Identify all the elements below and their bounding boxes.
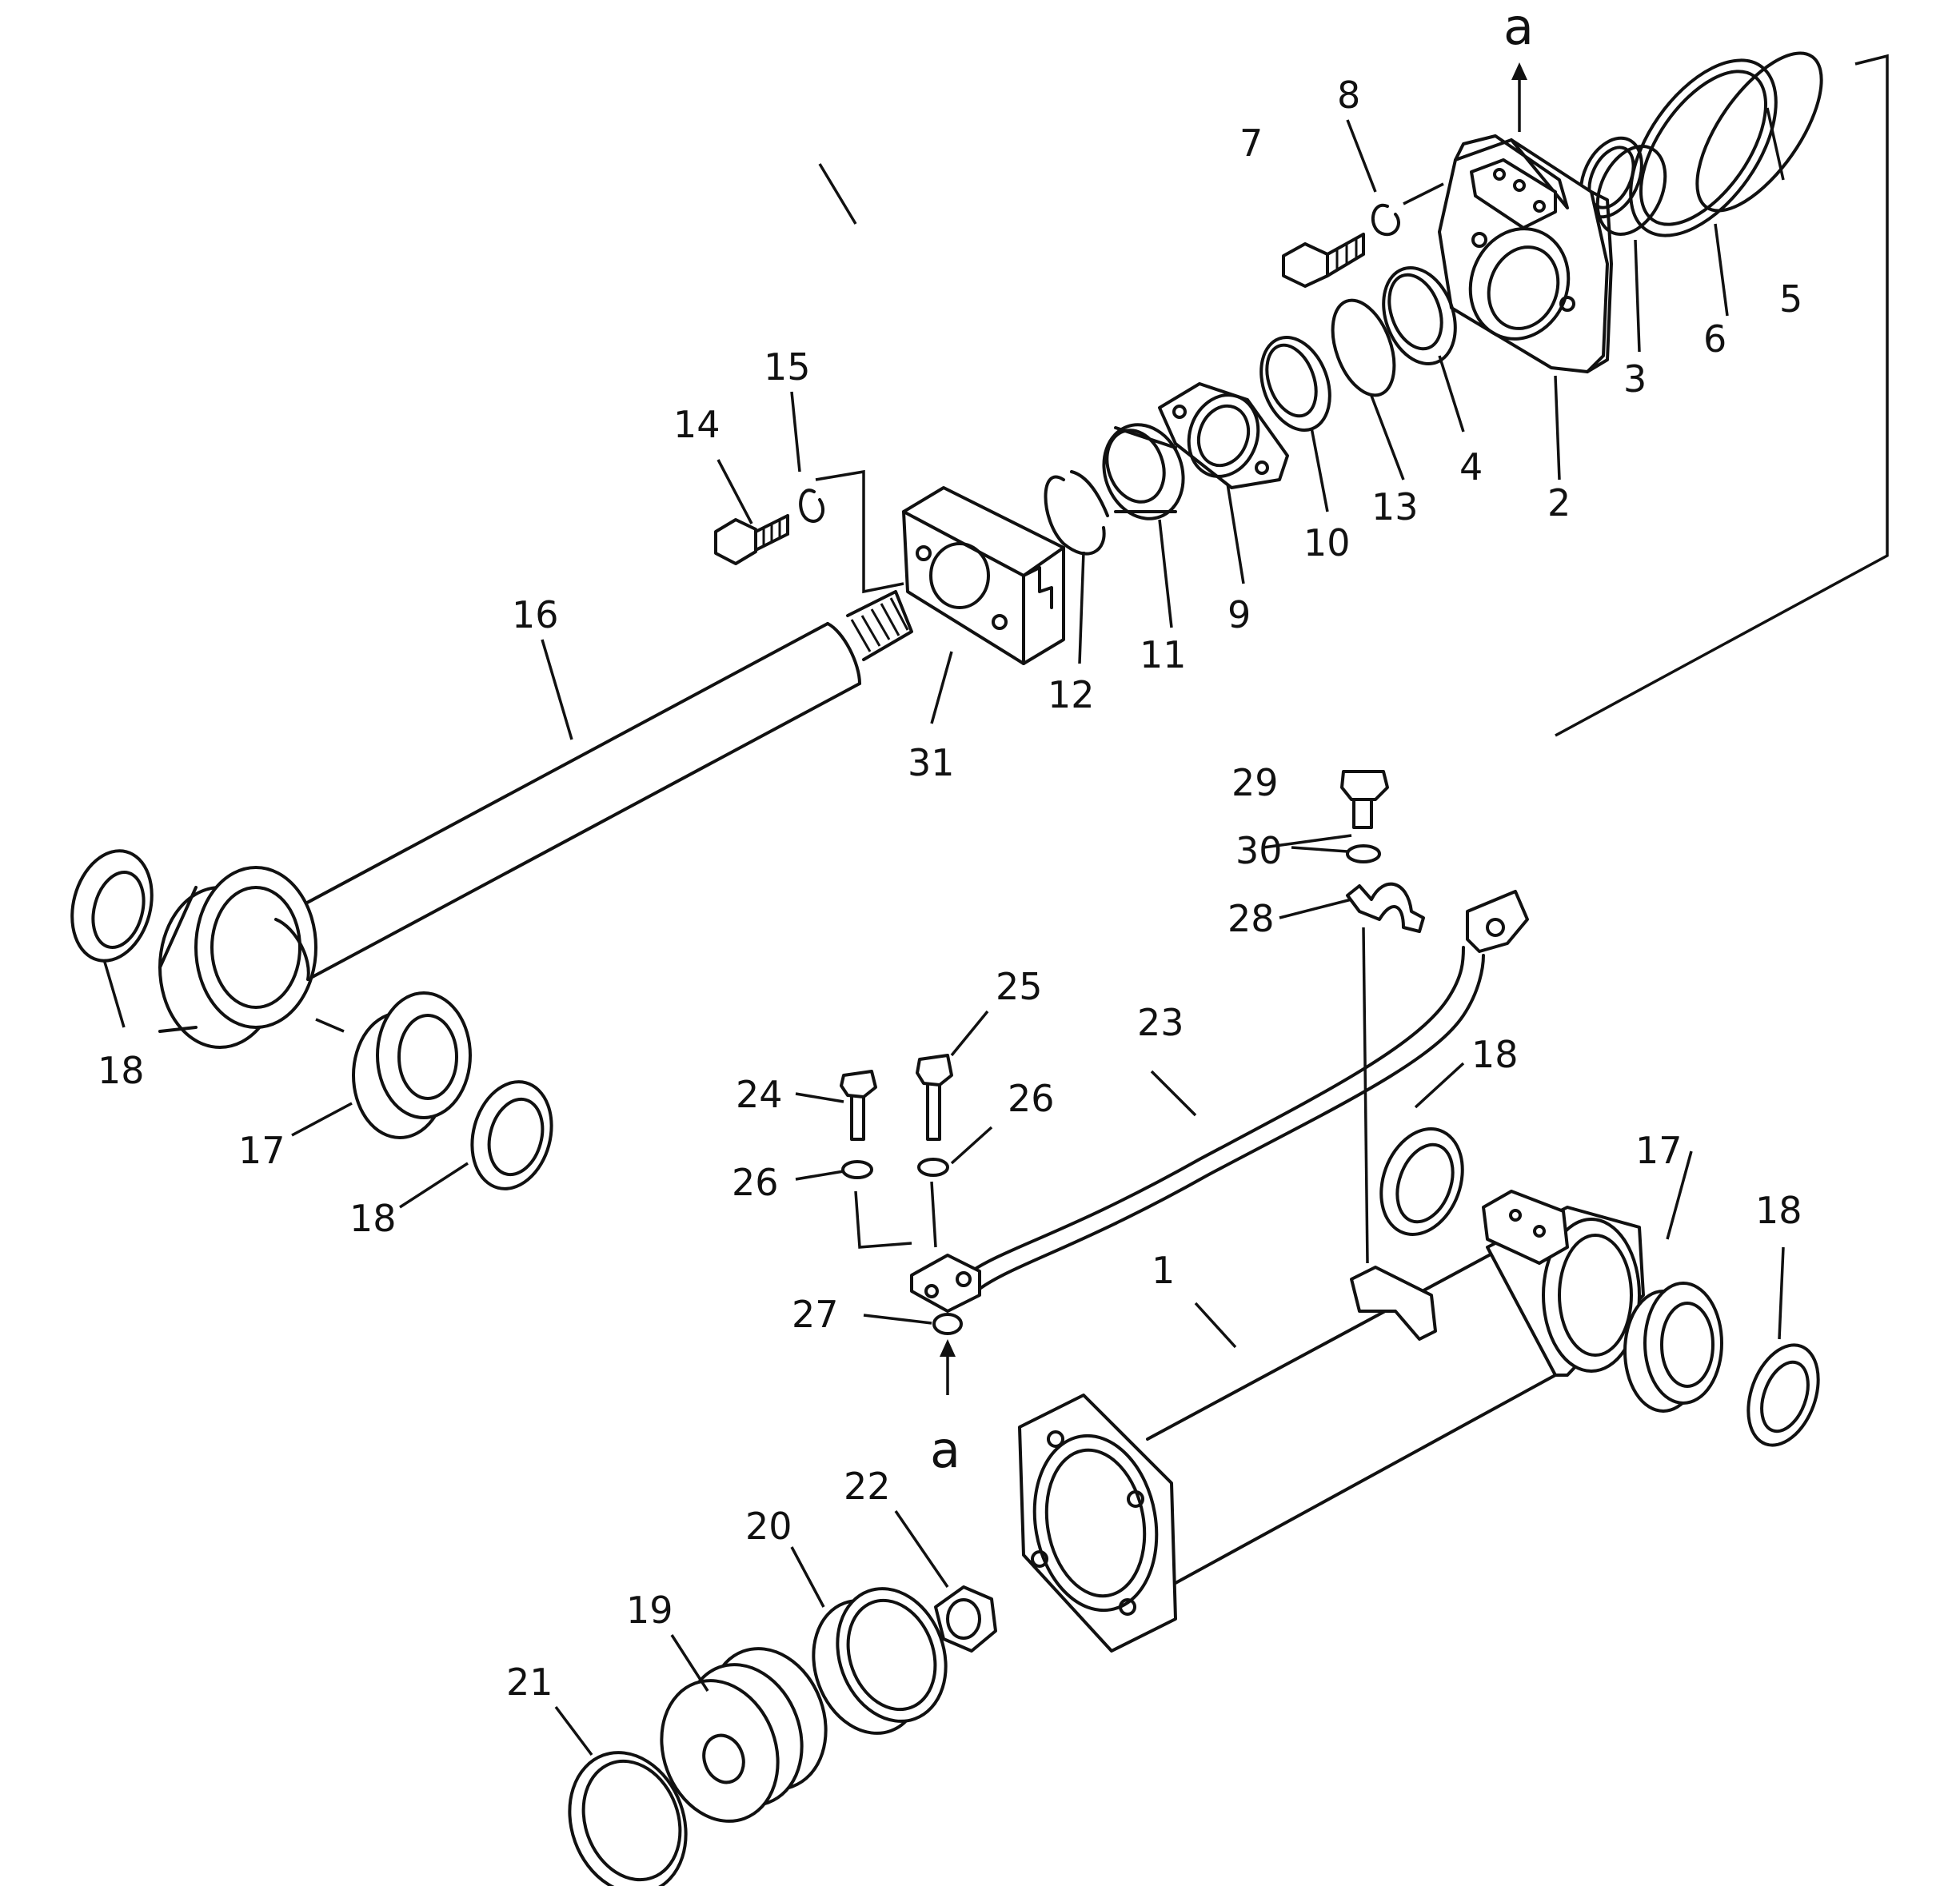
callout-18b: 18 bbox=[349, 1197, 397, 1240]
o-ring-27 bbox=[932, 1313, 963, 1335]
callout-17a: 17 bbox=[238, 1129, 285, 1172]
callout-21: 21 bbox=[506, 1661, 553, 1704]
bolt-24 bbox=[840, 1070, 877, 1141]
washer-30 bbox=[1346, 844, 1381, 863]
callout-1: 1 bbox=[1152, 1249, 1175, 1292]
callout-18d: 18 bbox=[1755, 1189, 1802, 1232]
callout-30: 30 bbox=[1235, 829, 1283, 872]
callout-26a: 26 bbox=[732, 1161, 779, 1204]
callout-labels: 1 2 3 4 5 6 7 8 9 10 11 12 13 14 15 16 1… bbox=[98, 0, 1802, 1704]
callout-10: 10 bbox=[1303, 521, 1351, 564]
bolt-25 bbox=[916, 1054, 953, 1141]
callout-24: 24 bbox=[736, 1073, 783, 1116]
piston bbox=[660, 1647, 828, 1823]
piston-rod bbox=[158, 590, 913, 1049]
washer-15 bbox=[799, 488, 824, 523]
callout-leaders bbox=[102, 107, 1785, 1756]
callout-9: 9 bbox=[1227, 593, 1251, 636]
bushing-17b bbox=[1623, 1282, 1723, 1413]
washer-26b bbox=[917, 1158, 949, 1177]
callout-26b: 26 bbox=[1008, 1077, 1055, 1120]
pipe-23 bbox=[910, 890, 1529, 1313]
dust-seal-18d bbox=[1746, 1343, 1820, 1447]
bolt-7 bbox=[1282, 233, 1365, 288]
cylinder-tube bbox=[1018, 1190, 1645, 1653]
callout-31: 31 bbox=[908, 741, 955, 784]
o-ring-large bbox=[1695, 51, 1823, 213]
callout-4: 4 bbox=[1459, 445, 1483, 488]
dust-seal-18b bbox=[470, 1080, 553, 1190]
callout-8: 8 bbox=[1337, 74, 1360, 117]
callout-19: 19 bbox=[626, 1589, 673, 1632]
washer-8 bbox=[1371, 203, 1400, 237]
callout-27: 27 bbox=[792, 1293, 839, 1336]
dust-seal-18a bbox=[70, 849, 154, 963]
callout-2: 2 bbox=[1547, 481, 1571, 524]
callout-28: 28 bbox=[1227, 897, 1275, 940]
callout-15: 15 bbox=[764, 345, 811, 389]
bolt-14 bbox=[714, 514, 789, 565]
assembly-lines bbox=[315, 54, 1889, 1395]
callout-5: 5 bbox=[1779, 277, 1802, 321]
piston-nut bbox=[934, 1585, 997, 1653]
callout-17b: 17 bbox=[1635, 1129, 1683, 1172]
callout-6: 6 bbox=[1703, 317, 1726, 361]
washer-26a bbox=[841, 1160, 873, 1179]
gland-nut bbox=[1102, 423, 1185, 520]
callout-23: 23 bbox=[1137, 1001, 1184, 1044]
callout-20: 20 bbox=[745, 1505, 792, 1548]
cylinder-head-block bbox=[1438, 134, 1613, 373]
bushing-17a bbox=[352, 991, 472, 1139]
o-ring-small bbox=[1331, 298, 1396, 397]
callout-13: 13 bbox=[1371, 485, 1419, 528]
callout-18c: 18 bbox=[1471, 1033, 1519, 1076]
backup-ring bbox=[1629, 58, 1778, 237]
callout-18a: 18 bbox=[98, 1049, 145, 1092]
bolt-29 bbox=[1340, 770, 1389, 829]
snap-ring bbox=[1044, 470, 1109, 556]
clamp-28 bbox=[1346, 882, 1425, 933]
connection-label-top: a bbox=[1503, 0, 1534, 56]
callout-11: 11 bbox=[1140, 633, 1187, 676]
piston-ring bbox=[568, 1751, 688, 1886]
gland-flange bbox=[1158, 382, 1289, 489]
seal-ring bbox=[1382, 265, 1457, 366]
wear-ring bbox=[812, 1587, 948, 1735]
callout-3: 3 bbox=[1623, 357, 1647, 401]
callout-16: 16 bbox=[512, 593, 559, 636]
callout-25: 25 bbox=[996, 965, 1043, 1008]
rod-block bbox=[902, 486, 1065, 665]
callout-14: 14 bbox=[673, 403, 721, 446]
callout-29: 29 bbox=[1231, 761, 1279, 804]
callout-12: 12 bbox=[1048, 673, 1095, 716]
callout-7: 7 bbox=[1239, 122, 1263, 165]
dust-seal-18c bbox=[1379, 1127, 1464, 1236]
connection-label-bottom: a bbox=[930, 1421, 960, 1479]
callout-22: 22 bbox=[844, 1465, 891, 1508]
